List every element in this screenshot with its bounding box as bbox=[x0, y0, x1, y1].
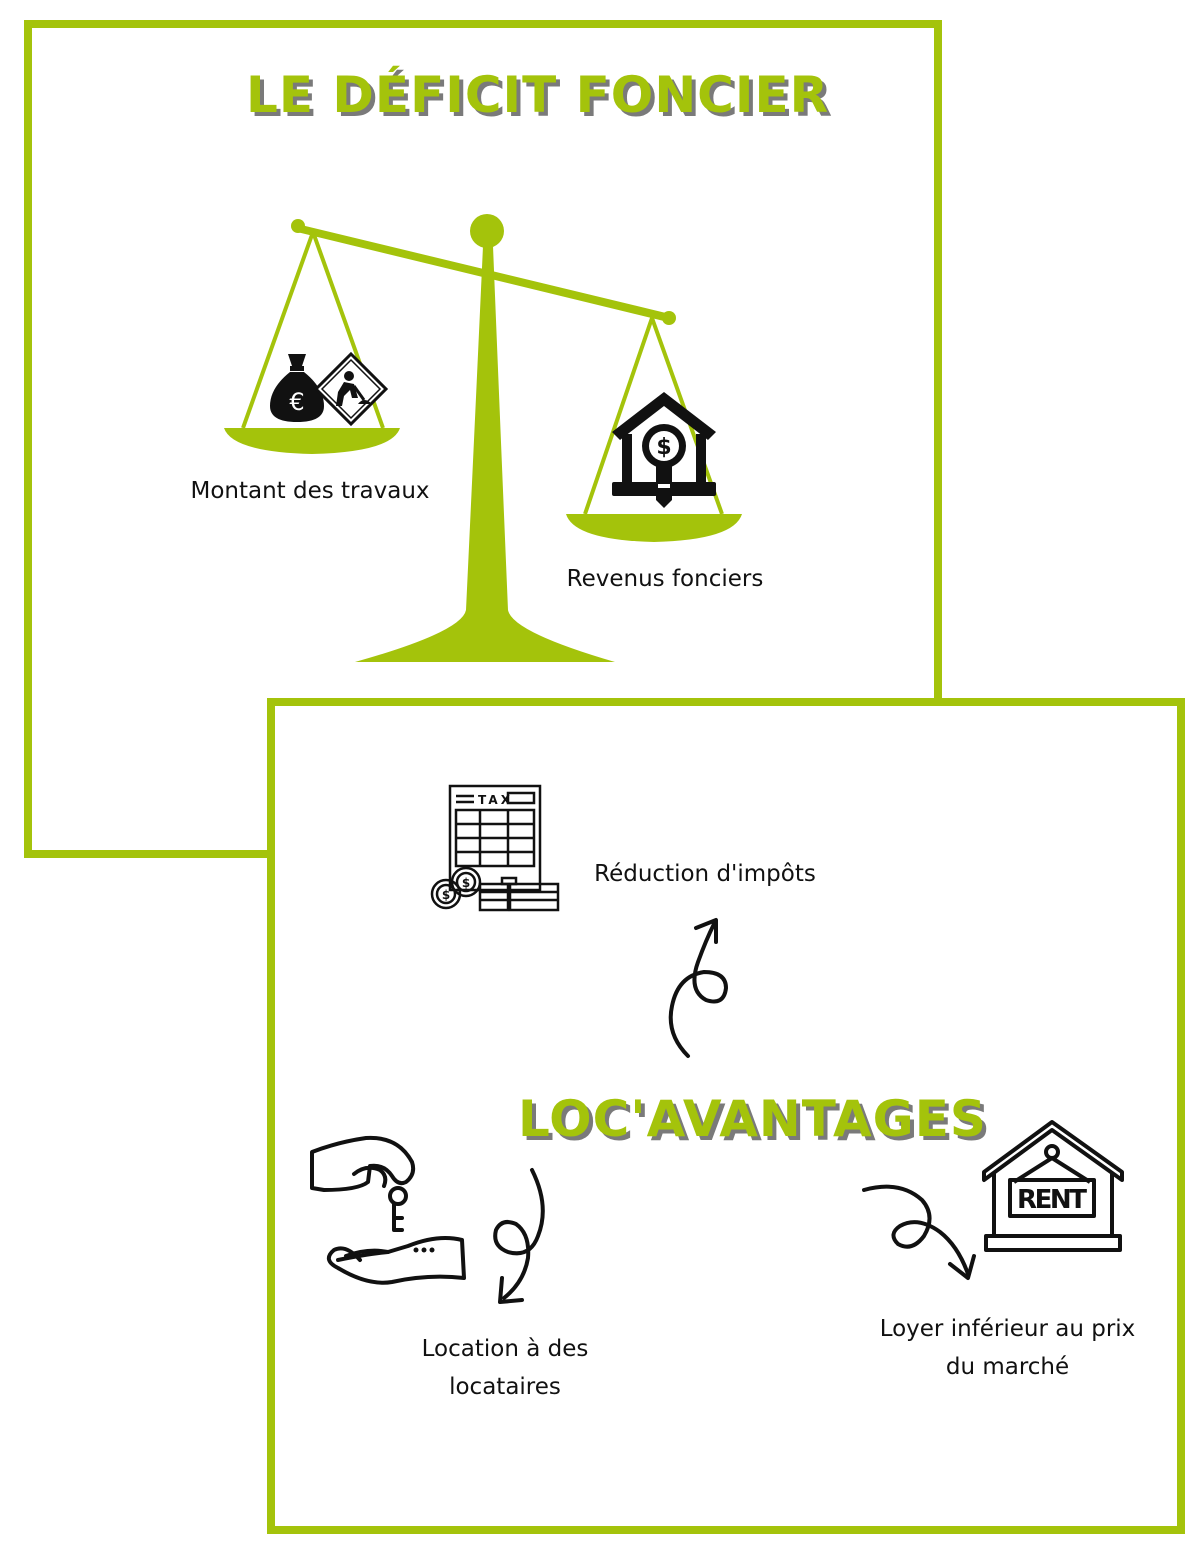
rent-house-sign-icon: RENT bbox=[982, 1120, 1124, 1252]
panel-loc-avantages bbox=[267, 698, 1185, 1534]
tax-document-coins-icon: $ $ bbox=[430, 784, 560, 912]
curly-arrow-down-right-icon bbox=[862, 1184, 976, 1280]
svg-text:$: $ bbox=[442, 888, 450, 902]
panel-title-loc-avantages: Loc'avantages bbox=[518, 1090, 987, 1148]
curly-arrow-up-icon bbox=[668, 918, 729, 1058]
label-loyer-inferieur: Loyer inférieur au prix du marché bbox=[879, 1316, 1136, 1380]
svg-text:RENT: RENT bbox=[1017, 1185, 1087, 1215]
label-montant-travaux: Montant des travaux bbox=[190, 478, 430, 504]
hand-giving-keys-icon bbox=[310, 1135, 466, 1285]
label-location-locataires: Location à des locataires bbox=[421, 1336, 589, 1400]
money-bag-euro-icon: € bbox=[270, 354, 324, 422]
panel-title-deficit: Le déficit foncier bbox=[246, 66, 830, 124]
svg-text:€: € bbox=[289, 388, 304, 416]
label-revenus-fonciers: Revenus fonciers bbox=[566, 566, 764, 592]
house-key-dollar-icon: $ bbox=[612, 392, 716, 508]
tax-label-icon: TAX bbox=[478, 793, 511, 807]
curly-arrow-down-left-icon bbox=[493, 1168, 545, 1304]
construction-worker-sign-icon bbox=[313, 351, 389, 427]
label-reduction-impots: Réduction d'impôts bbox=[594, 861, 816, 887]
svg-text:TAX: TAX bbox=[478, 793, 511, 807]
svg-text:$: $ bbox=[656, 435, 671, 460]
svg-text:$: $ bbox=[462, 876, 470, 890]
